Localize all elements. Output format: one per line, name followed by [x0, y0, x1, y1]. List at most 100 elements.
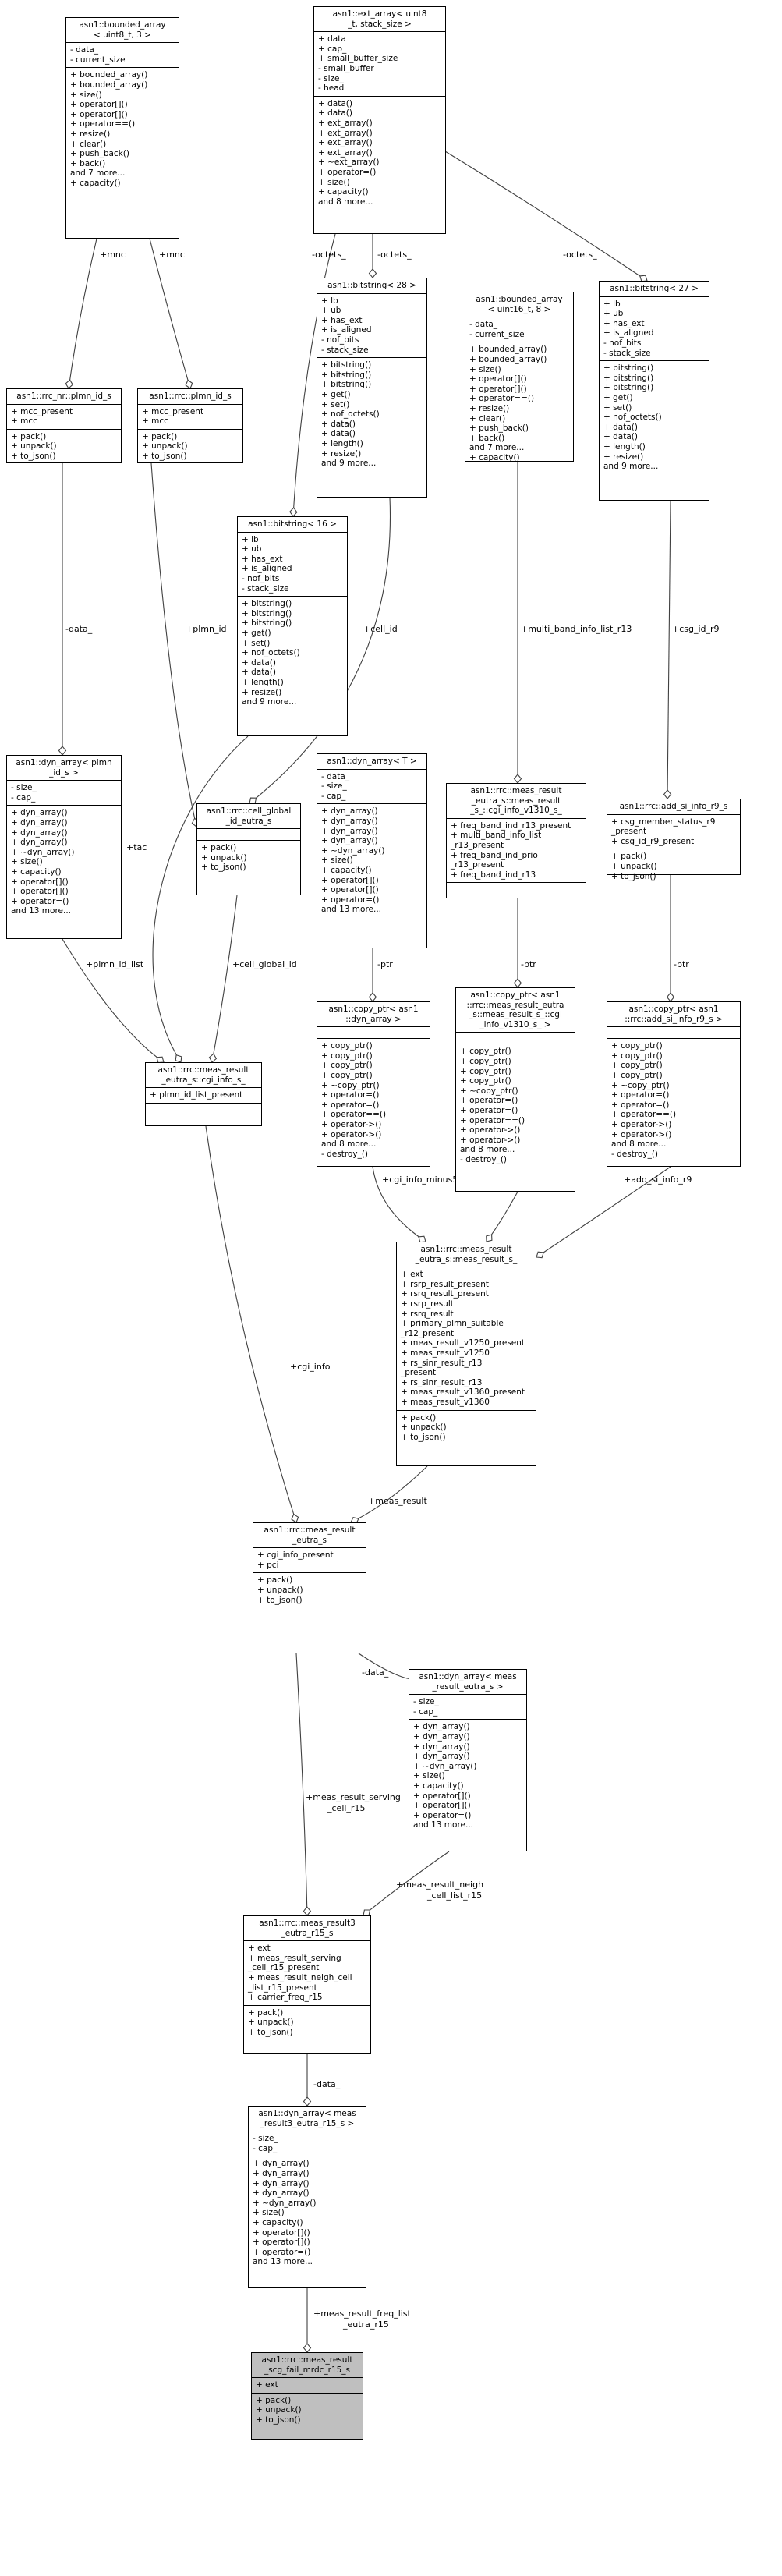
class-title-line: asn1::rrc::meas_result	[157, 1065, 249, 1075]
method-line: + dyn_array()	[413, 1742, 470, 1752]
method-line: + ~copy_ptr()	[460, 1086, 518, 1096]
class-box-cgi-info-v1310[interactable]: asn1::rrc::meas_result_eutra_s::meas_res…	[446, 783, 586, 898]
class-attributes: + lb+ ub+ has_ext+ is_aligned- nof_bits-…	[600, 297, 709, 362]
class-title: asn1::bitstring< 16 >	[238, 517, 347, 533]
method-line: + operator->()	[321, 1119, 382, 1129]
class-title-line: asn1::copy_ptr< asn1	[628, 1005, 719, 1014]
class-box-nr-plmn-id[interactable]: asn1::rrc_nr::plmn_id_s+ mcc_present+ mc…	[6, 388, 122, 463]
class-title-line: _s::meas_result_s_::cgi	[469, 1010, 562, 1020]
class-box-bitstring28[interactable]: asn1::bitstring< 28 >+ lb+ ub+ has_ext+ …	[317, 278, 427, 498]
edge-label: +meas_result_serving	[306, 1792, 401, 1802]
aggregation-diamond	[368, 992, 377, 1002]
class-methods: + bounded_array()+ bounded_array()+ size…	[66, 68, 179, 190]
attribute-line: _present	[401, 1368, 437, 1378]
method-line: + operator=()	[460, 1096, 518, 1106]
class-box-meas-result-eutra[interactable]: asn1::rrc::meas_result_eutra_s+ cgi_info…	[253, 1522, 366, 1653]
class-title: asn1::rrc::meas_result_eutra_s::meas_res…	[447, 784, 586, 819]
attribute-line: _present	[611, 827, 647, 837]
class-box-dyn-array-T[interactable]: asn1::dyn_array< T >- data_- size_- cap_…	[317, 753, 427, 948]
method-line: + bitstring()	[242, 608, 292, 618]
class-attributes: + plmn_id_list_present	[146, 1088, 261, 1104]
attribute-line: + rsrp_result	[401, 1299, 454, 1309]
attribute-line: + cap_	[318, 44, 347, 54]
attribute-line: - nof_bits	[603, 338, 642, 348]
class-box-meas-result-s-[interactable]: asn1::rrc::meas_result_eutra_s::meas_res…	[396, 1242, 536, 1466]
class-box-meas-result3[interactable]: asn1::rrc::meas_result3_eutra_r15_s+ ext…	[243, 1915, 371, 2054]
class-box-dyn-array-meas[interactable]: asn1::dyn_array< meas_result_eutra_s >- …	[409, 1669, 527, 1851]
class-methods: + copy_ptr()+ copy_ptr()+ copy_ptr()+ co…	[607, 1039, 740, 1161]
class-box-bitstring27[interactable]: asn1::bitstring< 27 >+ lb+ ub+ has_ext+ …	[599, 281, 709, 501]
edge-line	[363, 1851, 450, 1916]
method-line: + copy_ptr()	[460, 1056, 511, 1066]
method-line: + operator=()	[460, 1105, 518, 1115]
class-title-line: _eutra_s::meas_result_s_	[415, 1254, 518, 1264]
method-line: and 8 more...	[318, 197, 373, 207]
method-line: + length()	[603, 441, 646, 452]
class-attributes	[607, 1027, 740, 1040]
attribute-line: - head	[318, 83, 345, 94]
class-box-ext-array-uint8[interactable]: asn1::ext_array< uint8_t, stack_size >+ …	[313, 6, 446, 234]
method-line: and 13 more...	[11, 906, 72, 916]
attribute-line: - data_	[469, 320, 498, 330]
class-box-add-si-info[interactable]: asn1::rrc::add_si_info_r9_s+ csg_member_…	[607, 799, 741, 881]
edge-dyn-array-plmn-to-cgi-info: +plmn_id_list	[62, 938, 165, 1064]
method-line: + dyn_array()	[321, 826, 378, 836]
class-box-copy-ptr-add[interactable]: asn1::copy_ptr< asn1::rrc::add_si_info_r…	[607, 1001, 741, 1167]
method-line: + clear()	[70, 139, 107, 149]
attribute-line: - size_	[253, 2134, 278, 2144]
edge-line	[667, 500, 671, 799]
method-line: + copy_ptr()	[460, 1047, 511, 1057]
class-box-bitstring16[interactable]: asn1::bitstring< 16 >+ lb+ ub+ has_ext+ …	[237, 516, 348, 736]
edge-label: -data_	[362, 1667, 389, 1678]
attribute-line: + pci	[257, 1560, 279, 1570]
class-title-line: asn1::bounded_array	[476, 295, 563, 304]
method-line: + operator==()	[321, 1110, 387, 1120]
edge-dyn-array-meas3-to-scg-fail: +meas_result_freq_list_eutra_r15	[303, 2288, 412, 2353]
class-methods: + pack()+ unpack()+ to_json()	[607, 849, 740, 884]
method-line: + operator=()	[318, 167, 377, 177]
attribute-line: + data	[318, 34, 346, 44]
attribute-line: - nof_bits	[242, 573, 280, 583]
attribute-line: - small_buffer	[318, 63, 374, 73]
method-line: + pack()	[248, 2007, 284, 2018]
method-line: and 8 more...	[611, 1139, 667, 1150]
attribute-line: + mcc	[11, 416, 37, 427]
class-attributes: + csg_member_status_r9_present+ csg_id_r…	[607, 815, 740, 850]
class-box-bounded-array-uint16[interactable]: asn1::bounded_array< uint16_t, 8 >- data…	[465, 292, 574, 462]
class-box-dyn-array-meas3[interactable]: asn1::dyn_array< meas_result3_eutra_r15_…	[248, 2106, 366, 2288]
method-line: + unpack()	[611, 861, 657, 871]
class-title-line: _eutra_r15_s	[281, 1928, 334, 1938]
method-line: + set()	[321, 399, 350, 409]
method-line: + size()	[318, 177, 350, 187]
class-box-scg-fail[interactable]: asn1::rrc::meas_result_scg_fail_mrdc_r15…	[251, 2352, 363, 2440]
attribute-line: - cap_	[321, 791, 346, 801]
attribute-line: + carrier_freq_r15	[248, 1993, 323, 2003]
method-line: + size()	[11, 857, 43, 867]
class-attributes: - data_- current_size	[465, 317, 573, 343]
class-box-cell-global-id[interactable]: asn1::rrc::cell_global_id_eutra_s+ pack(…	[196, 803, 301, 895]
class-box-cgi-info[interactable]: asn1::rrc::meas_result_eutra_s::cgi_info…	[145, 1062, 262, 1126]
class-title: asn1::bitstring< 28 >	[317, 278, 426, 294]
attribute-line: + meas_result_v1250_present	[401, 1338, 525, 1348]
method-line: - destroy_()	[611, 1149, 659, 1159]
class-title-line: asn1::rrc::meas_result3	[259, 1919, 356, 1928]
edge-bitstring16-to-cgi-info: +tac	[126, 735, 249, 1063]
attribute-line: - current_size	[469, 329, 525, 339]
class-box-copy-ptr-dyn[interactable]: asn1::copy_ptr< asn1::dyn_array >+ copy_…	[317, 1001, 430, 1167]
method-line: + resize()	[469, 403, 510, 413]
method-line: + push_back()	[70, 149, 129, 159]
class-box-copy-ptr-cgi[interactable]: asn1::copy_ptr< asn1::rrc::meas_result_e…	[455, 987, 575, 1192]
class-title: asn1::bounded_array< uint8_t, 3 >	[66, 18, 179, 44]
method-line: + operator[]()	[413, 1791, 471, 1801]
aggregation-diamond	[185, 379, 193, 389]
class-title: asn1::dyn_array< meas_result3_eutra_r15_…	[249, 2107, 366, 2132]
class-box-dyn-array-plmn[interactable]: asn1::dyn_array< plmn_id_s >- size_- cap…	[6, 755, 122, 939]
edge-dyn-array-meas-to-meas-result3: +meas_result_neigh_cell_list_r15	[363, 1851, 483, 1916]
aggregation-diamond	[291, 1513, 299, 1523]
class-title-line: asn1::bitstring< 27 >	[610, 284, 699, 293]
attribute-line: - stack_size	[321, 345, 369, 355]
method-line: + ~ext_array()	[318, 158, 380, 168]
method-line: + size()	[70, 90, 102, 100]
class-box-bounded-array-uint8[interactable]: asn1::bounded_array< uint8_t, 3 >- data_…	[65, 17, 179, 239]
class-box-plmn-id[interactable]: asn1::rrc::plmn_id_s+ mcc_present+ mcc+ …	[137, 388, 243, 463]
